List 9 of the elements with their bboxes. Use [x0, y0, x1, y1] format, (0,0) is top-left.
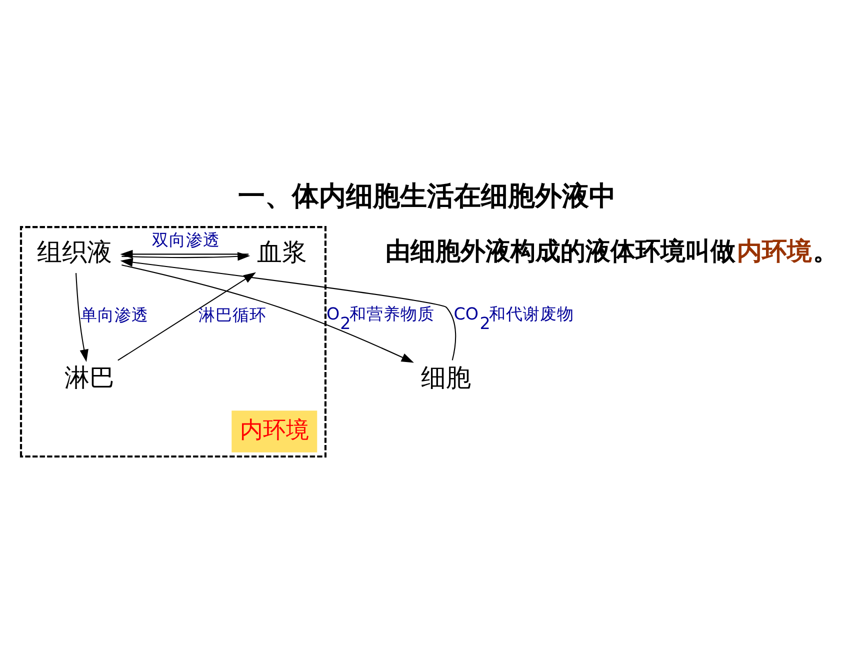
diagram-title: 一、体内细胞生活在细胞外液中	[238, 180, 616, 212]
edge-label: 单向渗透	[80, 306, 148, 325]
node-text: 细胞	[420, 362, 471, 392]
edge-label: 双向渗透	[152, 230, 220, 250]
node-text: 血浆	[257, 238, 308, 267]
edge-label: 淋巴循环	[198, 306, 266, 325]
label: 由细胞外液构成的液体环境叫做内环境。	[385, 236, 838, 266]
node-text: 淋巴	[64, 362, 114, 392]
node-text: 组织液	[37, 238, 112, 267]
